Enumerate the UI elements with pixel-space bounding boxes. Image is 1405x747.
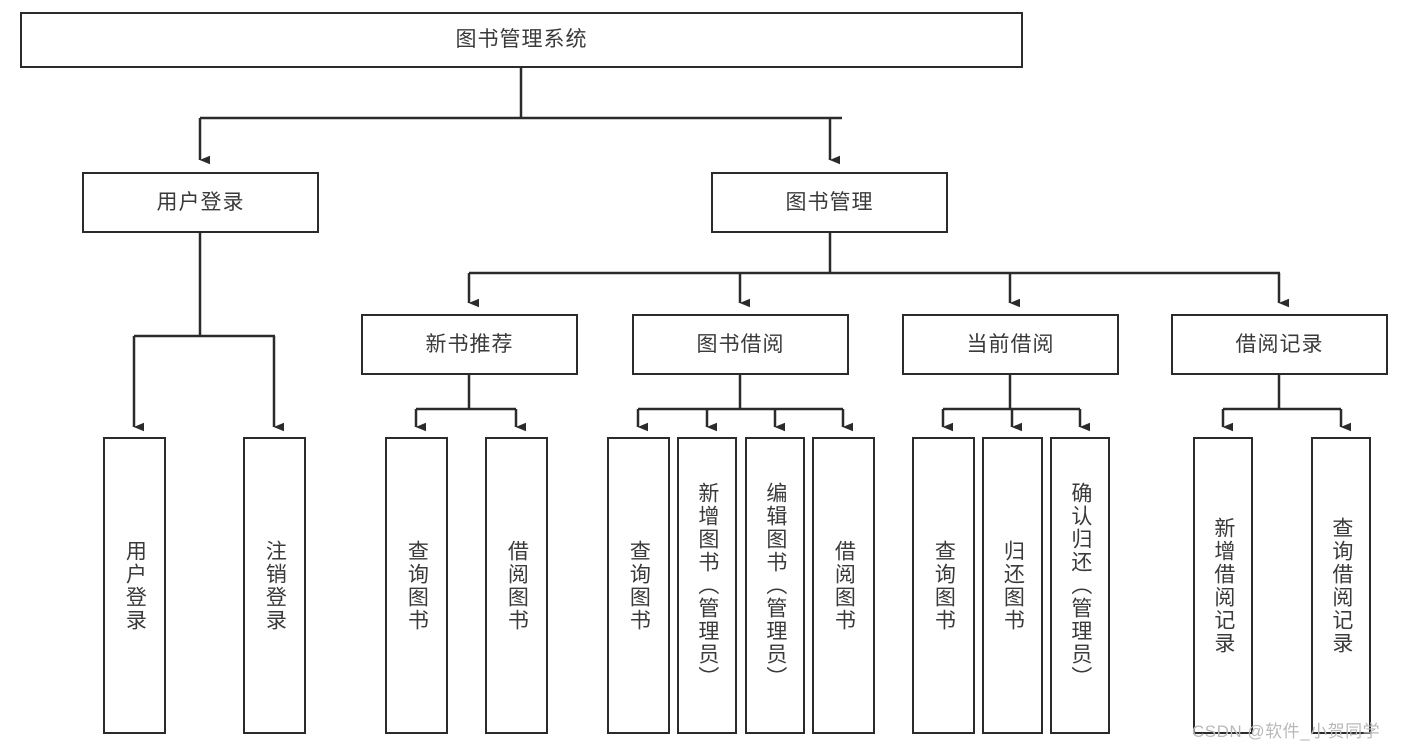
leaf-add-book-admin-label: 新增图书（管理员） xyxy=(695,482,719,689)
leaf-query-book-bb[interactable]: 查询图书 xyxy=(607,437,670,734)
leaf-user-login-label: 用户登录 xyxy=(123,539,147,632)
leaf-borrow-book-nbr[interactable]: 借阅图书 xyxy=(485,437,548,734)
node-current-borrow[interactable]: 当前借阅 xyxy=(902,314,1119,375)
leaf-query-book-nbr-label: 查询图书 xyxy=(405,539,429,632)
leaf-query-borrow-record[interactable]: 查询借阅记录 xyxy=(1311,437,1371,734)
leaf-add-borrow-record-label: 新增借阅记录 xyxy=(1211,516,1235,655)
leaf-logout-label: 注销登录 xyxy=(263,539,287,632)
leaf-logout[interactable]: 注销登录 xyxy=(243,437,306,734)
leaf-query-book-bb-label: 查询图书 xyxy=(627,539,651,632)
leaf-add-borrow-record[interactable]: 新增借阅记录 xyxy=(1193,437,1253,734)
node-book-management-label: 图书管理 xyxy=(785,190,874,214)
leaf-borrow-book-bb-label: 借阅图书 xyxy=(832,539,856,632)
node-root[interactable]: 图书管理系统 xyxy=(20,12,1023,68)
leaf-add-book-admin[interactable]: 新增图书（管理员） xyxy=(677,437,737,734)
node-book-borrow[interactable]: 图书借阅 xyxy=(632,314,849,375)
leaf-edit-book-admin[interactable]: 编辑图书（管理员） xyxy=(745,437,805,734)
leaf-query-book-nbr[interactable]: 查询图书 xyxy=(385,437,448,734)
node-root-label: 图书管理系统 xyxy=(455,28,588,52)
leaf-return-book-label: 归还图书 xyxy=(1001,539,1025,632)
node-borrow-record-label: 借阅记录 xyxy=(1235,332,1324,356)
node-borrow-record[interactable]: 借阅记录 xyxy=(1171,314,1388,375)
leaf-query-borrow-record-label: 查询借阅记录 xyxy=(1329,516,1353,655)
node-current-borrow-label: 当前借阅 xyxy=(966,332,1055,356)
leaf-query-book-cb-label: 查询图书 xyxy=(932,539,956,632)
node-new-book-recommend-label: 新书推荐 xyxy=(425,332,514,356)
leaf-confirm-return-admin-label: 确认归还（管理员） xyxy=(1068,482,1092,689)
leaf-return-book[interactable]: 归还图书 xyxy=(982,437,1043,734)
node-user-login[interactable]: 用户登录 xyxy=(82,172,319,233)
leaf-confirm-return-admin[interactable]: 确认归还（管理员） xyxy=(1050,437,1110,734)
leaf-borrow-book-nbr-label: 借阅图书 xyxy=(505,539,529,632)
node-book-borrow-label: 图书借阅 xyxy=(696,332,785,356)
leaf-user-login[interactable]: 用户登录 xyxy=(103,437,166,734)
csdn-watermark: CSDN @软件_小贺同学 xyxy=(1192,722,1381,741)
node-book-management[interactable]: 图书管理 xyxy=(711,172,948,233)
leaf-query-book-cb[interactable]: 查询图书 xyxy=(912,437,975,734)
leaf-edit-book-admin-label: 编辑图书（管理员） xyxy=(763,482,787,689)
node-new-book-recommend[interactable]: 新书推荐 xyxy=(361,314,578,375)
leaf-borrow-book-bb[interactable]: 借阅图书 xyxy=(812,437,875,734)
node-user-login-label: 用户登录 xyxy=(156,190,245,214)
